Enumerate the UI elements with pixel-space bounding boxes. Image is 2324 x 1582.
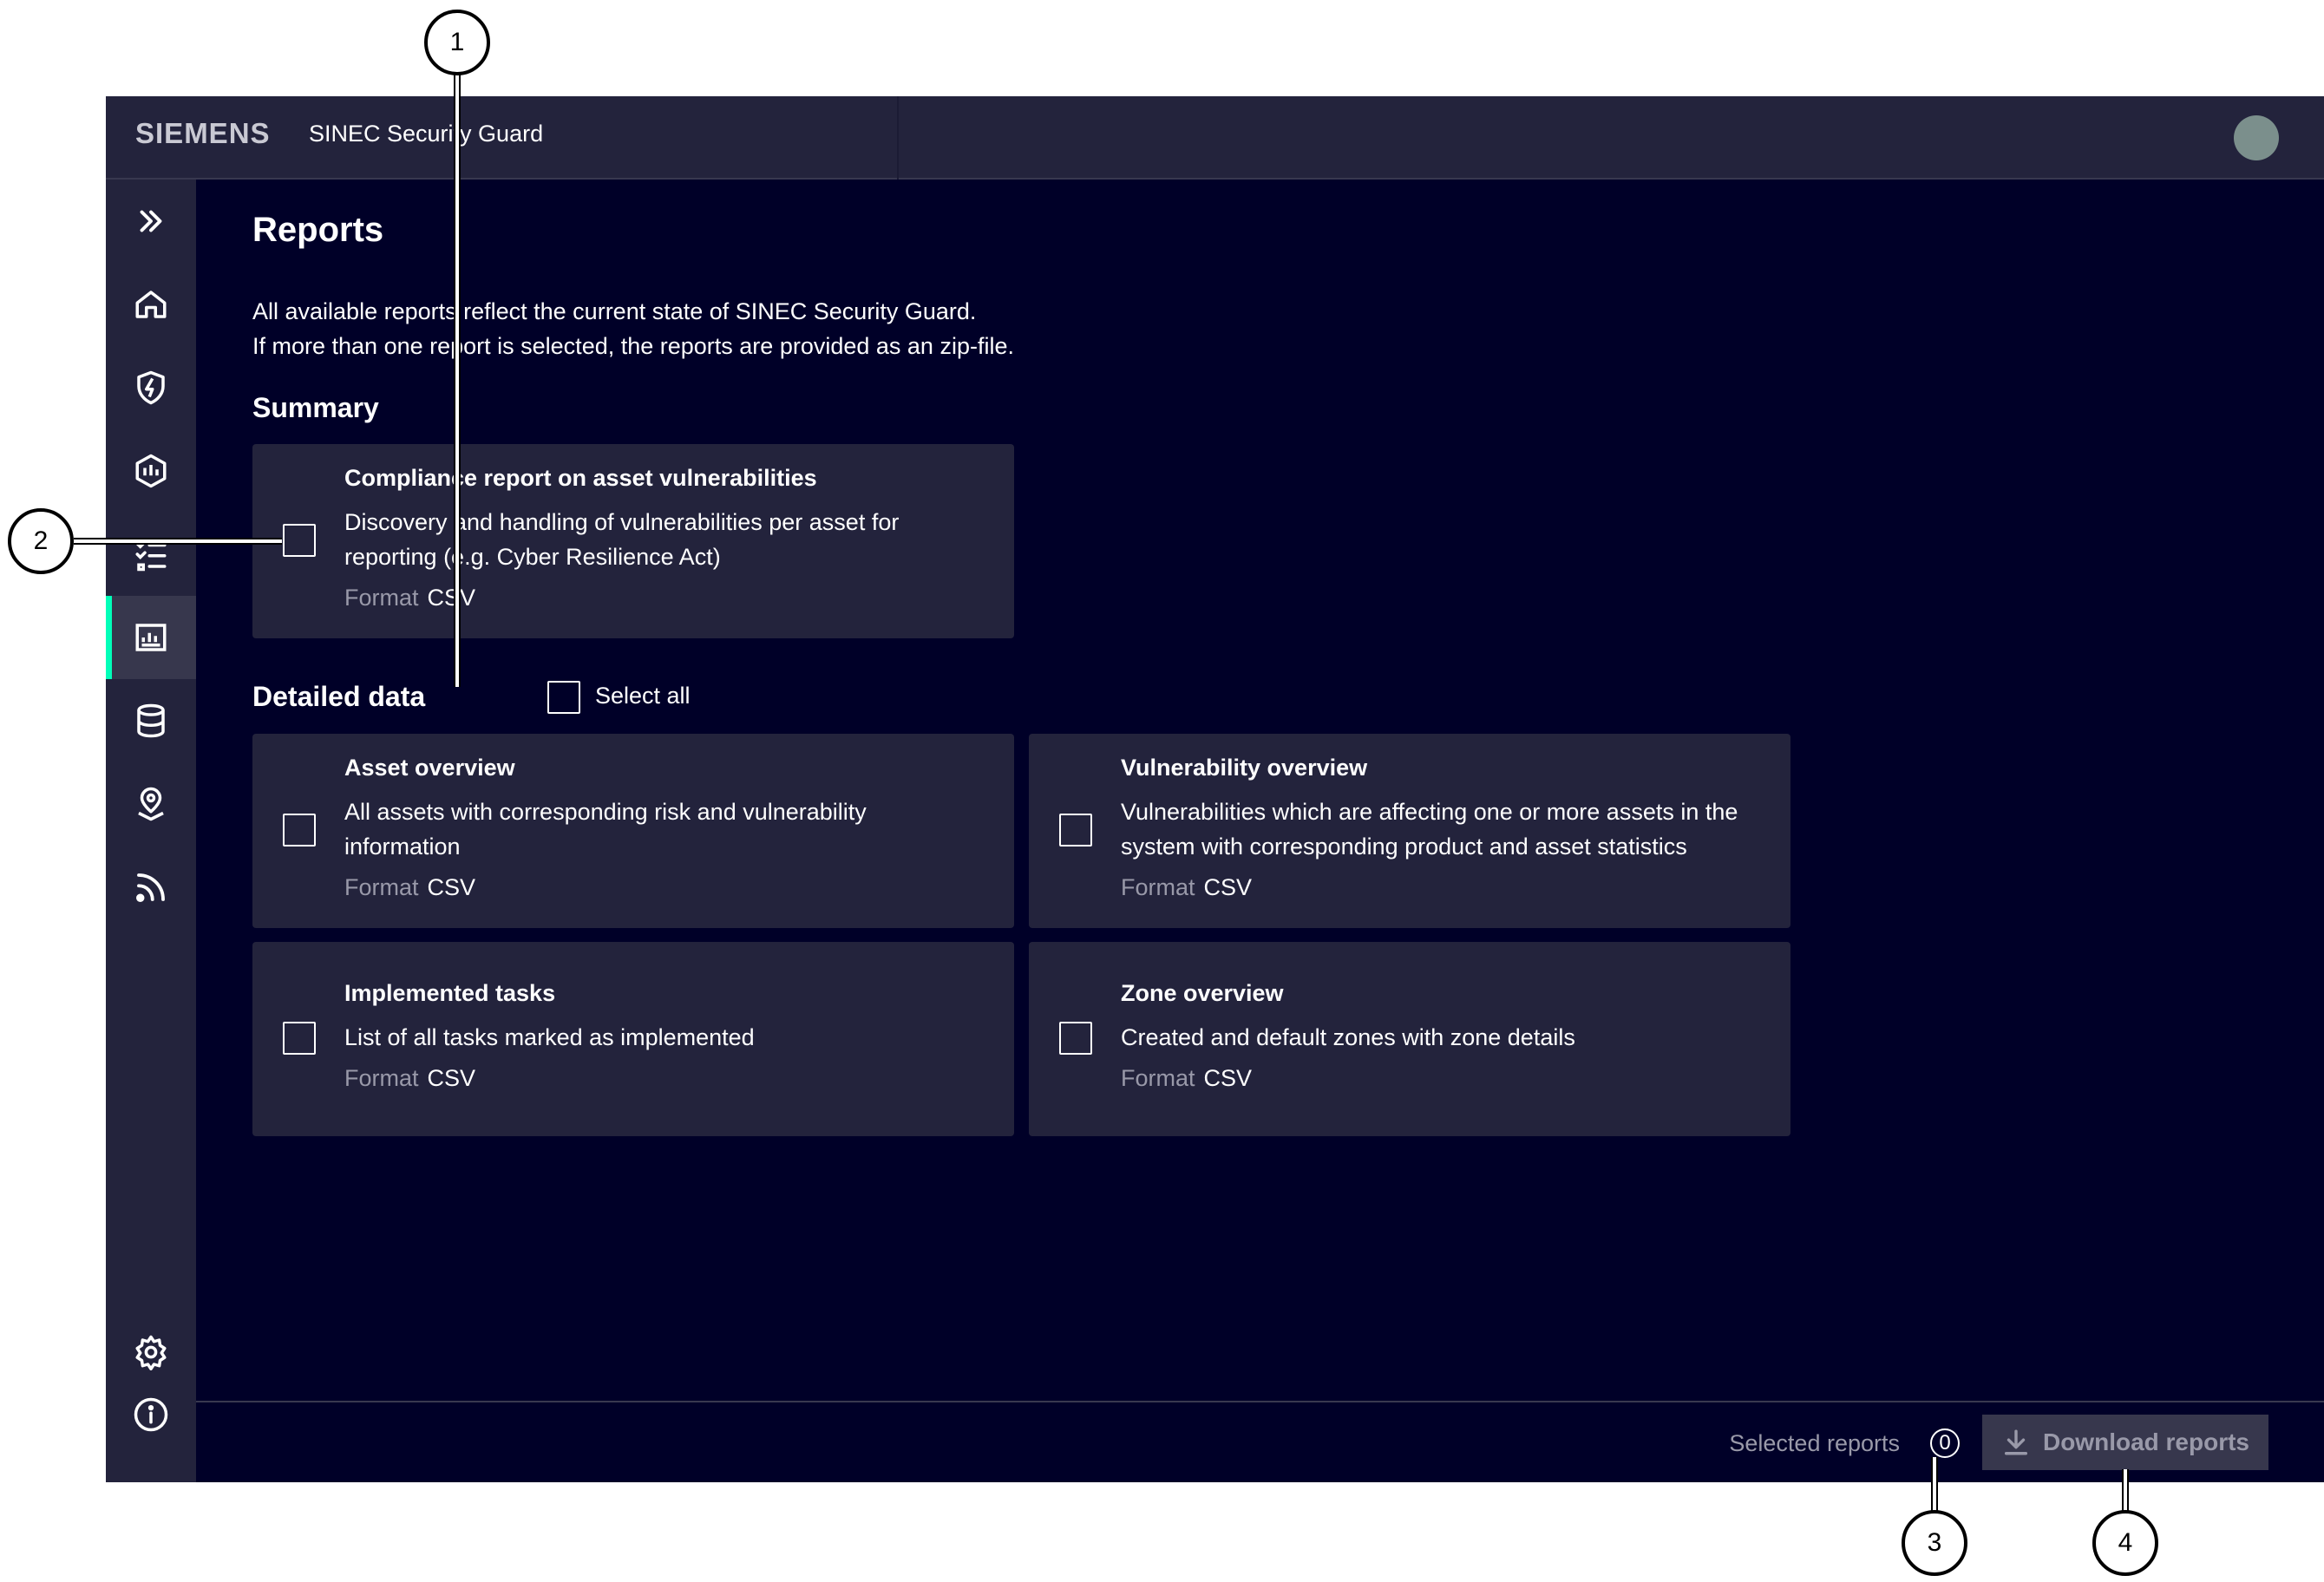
risk-chart-shield-icon xyxy=(135,454,167,488)
callout-1: 1 xyxy=(424,10,490,75)
report-checkbox[interactable] xyxy=(1059,814,1092,847)
report-title: Zone overview xyxy=(1121,980,1284,1006)
report-card-implemented-tasks[interactable]: Implemented tasks List of all tasks mark… xyxy=(252,942,1014,1136)
callout-2-leader xyxy=(74,538,282,545)
report-title: Implemented tasks xyxy=(344,980,556,1006)
format-label: Format xyxy=(1121,874,1195,900)
report-format: Format CSV xyxy=(344,1065,475,1092)
expand-icon xyxy=(140,210,162,232)
callout-2: 2 xyxy=(8,508,74,574)
sidebar-item-info[interactable] xyxy=(106,1373,196,1456)
report-checkbox[interactable] xyxy=(283,1022,316,1055)
format-value: CSV xyxy=(427,1065,476,1091)
top-bar: SIEMENS SINEC Security Guard xyxy=(106,96,2324,180)
report-title: Compliance report on asset vulnerabiliti… xyxy=(344,465,817,491)
sidebar-item-database[interactable] xyxy=(106,679,196,762)
sidebar-item-risk[interactable] xyxy=(106,429,196,513)
top-bar-divider xyxy=(897,96,899,180)
description-line-1: All available reports reflect the curren… xyxy=(252,298,977,324)
report-description: Discovery and handling of vulnerabilitie… xyxy=(344,509,900,570)
sidebar-item-feed[interactable] xyxy=(106,846,196,929)
sidebar-expand[interactable] xyxy=(106,180,196,263)
avatar[interactable] xyxy=(2234,115,2279,160)
footer-bar: Selected reports 0 Download reports xyxy=(196,1401,2324,1482)
format-label: Format xyxy=(344,585,419,611)
detailed-section-title: Detailed data xyxy=(252,681,426,712)
report-card-asset-overview[interactable]: Asset overview All assets with correspon… xyxy=(252,734,1014,928)
select-all-label[interactable]: Select all xyxy=(595,683,691,709)
select-all-checkbox[interactable] xyxy=(547,681,580,714)
home-icon xyxy=(135,291,167,318)
format-value: CSV xyxy=(427,874,476,900)
report-format: Format CSV xyxy=(1121,874,1252,901)
format-value: CSV xyxy=(1203,1065,1253,1091)
sidebar-item-reports[interactable] xyxy=(106,596,196,679)
page-description: All available reports reflect the curren… xyxy=(252,294,1014,363)
format-value: CSV xyxy=(1203,874,1253,900)
database-icon xyxy=(137,703,165,738)
report-card-compliance[interactable]: Compliance report on asset vulnerabiliti… xyxy=(252,444,1014,638)
report-description: List of all tasks marked as implemented xyxy=(344,1024,755,1050)
reports-icon xyxy=(135,624,167,651)
report-title: Asset overview xyxy=(344,755,515,781)
sidebar-item-threats[interactable] xyxy=(106,346,196,429)
page-title: Reports xyxy=(252,211,384,249)
shield-bolt-icon xyxy=(137,370,165,405)
task-list-icon xyxy=(135,540,167,572)
report-format: Format CSV xyxy=(344,874,475,901)
report-card-vulnerability-overview[interactable]: Vulnerability overview Vulnerabilities w… xyxy=(1029,734,1790,928)
app-title: SINEC Security Guard xyxy=(309,121,544,147)
download-reports-button[interactable]: Download reports xyxy=(1982,1415,2268,1470)
download-reports-label: Download reports xyxy=(2042,1428,2249,1455)
callout-4: 4 xyxy=(2092,1510,2158,1576)
sidebar-item-zones[interactable] xyxy=(106,762,196,846)
report-card-zone-overview[interactable]: Zone overview Created and default zones … xyxy=(1029,942,1790,1136)
sidebar-item-tasks[interactable] xyxy=(106,513,196,596)
brand-logo: SIEMENS xyxy=(135,117,271,149)
callout-3: 3 xyxy=(1902,1510,1967,1576)
report-checkbox[interactable] xyxy=(283,814,316,847)
callout-1-leader xyxy=(454,74,461,687)
report-checkbox[interactable] xyxy=(1059,1022,1092,1055)
sidebar-item-settings[interactable] xyxy=(106,1311,196,1394)
description-line-2: If more than one report is selected, the… xyxy=(252,333,1014,359)
callout-4-leader xyxy=(2122,1469,2129,1518)
settings-icon xyxy=(135,1335,167,1370)
sidebar xyxy=(106,180,196,1482)
format-label: Format xyxy=(1121,1065,1195,1091)
selected-reports-count: 0 xyxy=(1930,1428,1960,1458)
report-title: Vulnerability overview xyxy=(1121,755,1368,781)
report-description: Created and default zones with zone deta… xyxy=(1121,1024,1575,1050)
report-checkbox[interactable] xyxy=(283,524,316,557)
report-format: Format CSV xyxy=(344,585,475,611)
selected-reports-label: Selected reports xyxy=(1729,1430,1900,1456)
format-label: Format xyxy=(344,1065,419,1091)
location-pin-icon xyxy=(138,787,164,821)
report-description: All assets with corresponding risk and v… xyxy=(344,799,867,860)
sidebar-item-home[interactable] xyxy=(106,263,196,346)
feed-icon xyxy=(136,873,165,902)
app-window: SIEMENS SINEC Security Guard xyxy=(106,96,2324,1482)
main-content: Reports All available reports reflect th… xyxy=(196,180,2324,1482)
info-icon xyxy=(134,1397,168,1432)
report-description: Vulnerabilities which are affecting one … xyxy=(1121,799,1738,860)
callout-3-leader xyxy=(1931,1457,1938,1518)
download-icon xyxy=(2004,1429,2028,1455)
format-label: Format xyxy=(344,874,419,900)
format-value: CSV xyxy=(427,585,476,611)
report-format: Format CSV xyxy=(1121,1065,1252,1092)
summary-section-title: Summary xyxy=(252,392,379,423)
